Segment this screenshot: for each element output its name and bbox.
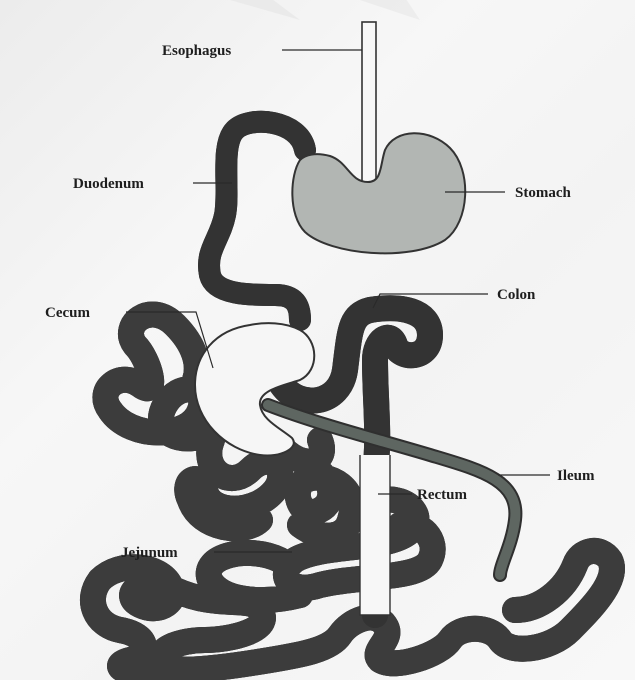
- rectum-label: Rectum: [417, 487, 467, 503]
- duodenum-tube: [209, 122, 305, 320]
- watermark: [230, 0, 420, 20]
- stomach-label: Stomach: [515, 185, 571, 201]
- esophagus-label: Esophagus: [162, 43, 231, 59]
- cecum-label: Cecum: [45, 305, 90, 321]
- duodenum-label: Duodenum: [73, 176, 144, 192]
- stomach-shape: [292, 133, 465, 253]
- rectum-segment: [360, 455, 390, 615]
- ileum-label: Ileum: [557, 468, 595, 484]
- jejunum-label: Jejunum: [121, 545, 178, 561]
- colon-label: Colon: [497, 287, 536, 303]
- esophagus-tube: [362, 22, 376, 182]
